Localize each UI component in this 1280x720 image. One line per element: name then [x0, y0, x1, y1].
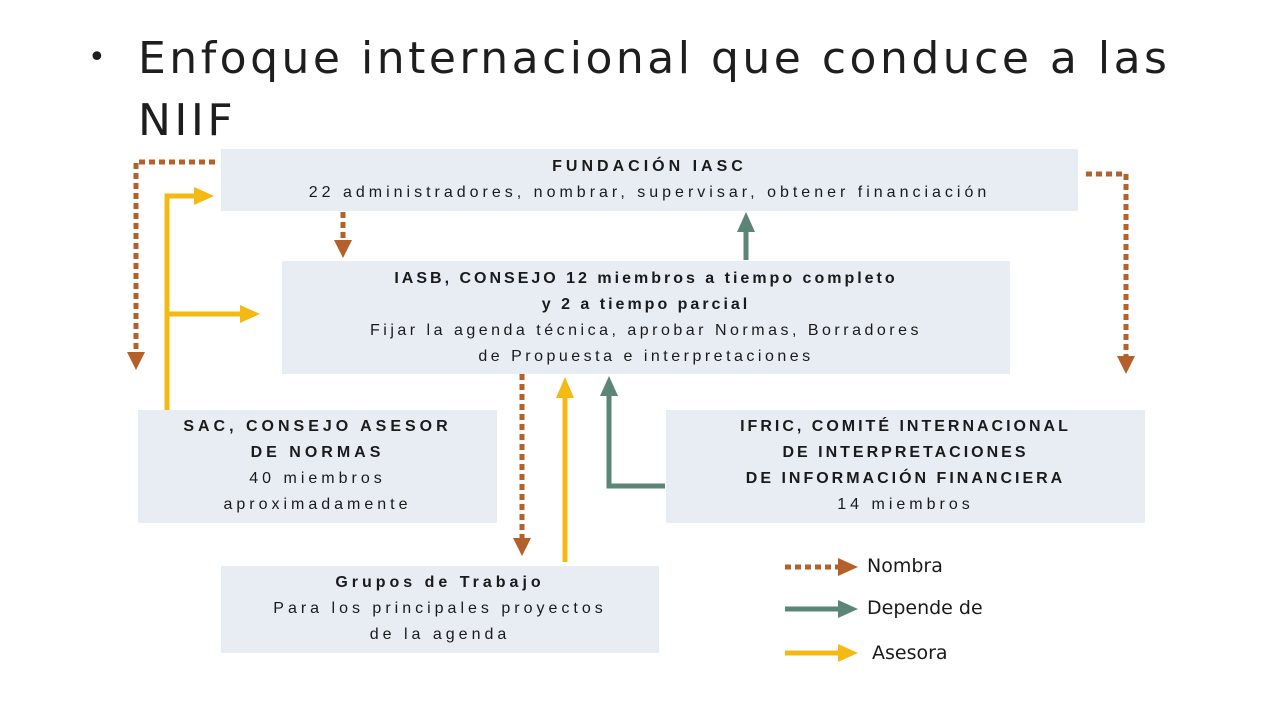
legend-depende-label: Depende de	[867, 597, 983, 619]
sac-description-line2: aproximadamente	[223, 496, 412, 513]
depende-arrow-iasb-fundacion	[737, 212, 755, 260]
legend-asesora-swatch	[785, 644, 858, 662]
ifric-title-line3: DE INFORMACIÓN FINANCIERA	[745, 470, 1066, 487]
nombra-arrow-fundacion-left	[127, 159, 215, 370]
legend-nombra-swatch	[785, 558, 858, 576]
fundacion-iasc-box: FUNDACIÓN IASC 22 administradores, nombr…	[221, 149, 1078, 211]
ifric-title-line2: DE INTERPRETACIONES	[782, 444, 1029, 461]
iasb-box: IASB, CONSEJO 12 miembros a tiempo compl…	[282, 261, 1010, 374]
nombra-arrow-fundacion-right	[1086, 171, 1135, 374]
asesora-arrow-sac	[164, 187, 260, 410]
legend-depende-swatch	[785, 600, 858, 618]
sac-title-line1: SAC, CONSEJO ASESOR	[183, 418, 452, 435]
asesora-arrow-grupos-iasb	[556, 377, 574, 562]
depende-arrow-ifric-iasb	[600, 376, 665, 489]
ifric-description: 14 miembros	[837, 496, 974, 513]
fundacion-title: FUNDACIÓN IASC	[552, 158, 747, 175]
nombra-arrow-iasb-grupos	[513, 374, 531, 556]
grupos-description-line1: Para los principales proyectos	[273, 600, 607, 617]
ifric-title-line1: IFRIC, COMITÉ INTERNACIONAL	[740, 418, 1071, 435]
legend-nombra-label: Nombra	[867, 555, 943, 577]
iasb-description-line2: de Propuesta e interpretaciones	[478, 348, 814, 365]
grupos-description-line2: de la agenda	[369, 626, 511, 643]
slide-title: Enfoque internacional que conduce a las …	[138, 33, 1171, 146]
sac-box: SAC, CONSEJO ASESOR DE NORMAS 40 miembro…	[138, 410, 497, 523]
nombra-arrow-fundacion-iasb	[334, 212, 352, 258]
grupos-title: Grupos de Trabajo	[335, 574, 545, 591]
iasb-description-line1: Fijar la agenda técnica, aprobar Normas,…	[369, 322, 922, 339]
iasb-title-line1: IASB, CONSEJO 12 miembros a tiempo compl…	[394, 270, 898, 287]
sac-description-line1: 40 miembros	[249, 470, 386, 487]
fundacion-description: 22 administradores, nombrar, supervisar,…	[308, 184, 991, 201]
grupos-trabajo-box: Grupos de Trabajo Para los principales p…	[221, 566, 659, 653]
sac-title-line2: DE NORMAS	[250, 444, 385, 461]
legend-asesora-label: Asesora	[872, 642, 948, 664]
title-bullet: •	[88, 40, 106, 75]
iasb-title-line2: y 2 a tiempo parcial	[541, 296, 751, 313]
ifric-box: IFRIC, COMITÉ INTERNACIONAL DE INTERPRET…	[666, 410, 1145, 523]
